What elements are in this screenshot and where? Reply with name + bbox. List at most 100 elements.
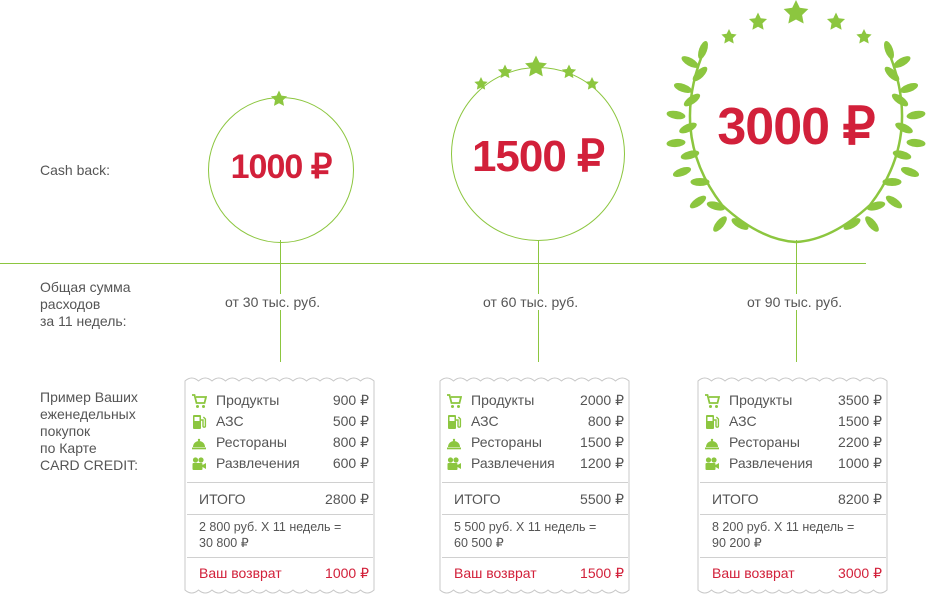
- item-value: 3500 ₽: [838, 392, 882, 408]
- receipt-item-row: Рестораны 2200 ₽: [704, 432, 882, 453]
- shopping-cart-icon: [704, 393, 721, 409]
- total-value: 8200 ₽: [838, 491, 882, 507]
- item-name: АЗС: [216, 413, 244, 429]
- item-value: 1500 ₽: [580, 434, 624, 450]
- receipt-refund: Ваш возврат 1000 ₽: [199, 563, 369, 583]
- tier1-threshold: от 30 тыс. руб.: [221, 294, 325, 310]
- total-label: ИТОГО: [199, 491, 246, 507]
- receipt-separator: [700, 482, 886, 483]
- item-name: Развлечения: [729, 455, 813, 471]
- cashback-label: Cash back:: [40, 162, 111, 178]
- receipt-separator: [187, 482, 373, 483]
- tier3-stars-icon: [721, 0, 872, 44]
- item-name: Продукты: [729, 392, 793, 408]
- total-value: 2800 ₽: [325, 491, 369, 507]
- item-value: 2000 ₽: [580, 392, 624, 408]
- receipt-item-row: Развлечения 1000 ₽: [704, 453, 882, 474]
- tier3-cashback-amount: 3000 ₽: [717, 98, 875, 156]
- item-value: 1500 ₽: [838, 413, 882, 429]
- item-name: АЗС: [471, 413, 499, 429]
- receipt-item-row: Рестораны 1500 ₽: [446, 432, 624, 453]
- tier1-cashback-amount: 1000 ₽: [230, 148, 333, 186]
- item-name: Развлечения: [216, 455, 300, 471]
- item-value: 900 ₽: [332, 392, 369, 408]
- item-name: Рестораны: [216, 434, 287, 450]
- refund-value: 1500 ₽: [580, 565, 624, 581]
- receipt-refund: Ваш возврат 1500 ₽: [454, 563, 624, 583]
- receipt-item-row: АЗС 800 ₽: [446, 411, 624, 432]
- item-value: 800 ₽: [332, 434, 369, 450]
- shopping-cart-icon: [446, 393, 463, 409]
- tier1-receipt: Продукты 900 ₽ АЗС 500 ₽ Рестораны 800 ₽…: [181, 375, 378, 596]
- calc-result: 90 200 ₽: [712, 536, 762, 550]
- laurel-wreath-icon: [665, 39, 926, 244]
- item-value: 1000 ₽: [838, 455, 882, 471]
- item-value: 500 ₽: [332, 413, 369, 429]
- receipt-calculation: 2 800 руб. Х 11 недель = 30 800 ₽: [199, 519, 371, 551]
- receipt-calculation: 5 500 руб. Х 11 недель = 60 500 ₽: [454, 519, 626, 551]
- item-value: 600 ₽: [332, 455, 369, 471]
- receipt-separator: [442, 557, 628, 558]
- receipt-item-row: Продукты 2000 ₽: [446, 390, 624, 411]
- item-value: 2200 ₽: [838, 434, 882, 450]
- tier2-circle: [451, 67, 625, 241]
- receipt-calculation: 8 200 руб. Х 11 недель = 90 200 ₽: [712, 519, 884, 551]
- calc-line: 5 500 руб. Х 11 недель =: [454, 520, 597, 534]
- tier3-receipt: Продукты 3500 ₽ АЗС 1500 ₽ Рестораны 220…: [694, 375, 891, 596]
- receipt-total: ИТОГО 5500 ₽: [454, 489, 624, 509]
- refund-value: 3000 ₽: [838, 565, 882, 581]
- total-label: ИТОГО: [454, 491, 501, 507]
- receipt-item-row: АЗС 1500 ₽: [704, 411, 882, 432]
- tier1-circle: [208, 97, 354, 243]
- item-name: Продукты: [471, 392, 535, 408]
- fuel-pump-icon: [704, 414, 720, 430]
- receipt-item-row: Развлечения 1200 ₽: [446, 453, 624, 474]
- shopping-cart-icon: [191, 393, 208, 409]
- restaurant-cloche-icon: [704, 435, 720, 451]
- item-value: 800 ₽: [587, 413, 624, 429]
- tier2-cashback-amount: 1500 ₽: [471, 132, 605, 181]
- fuel-pump-icon: [446, 414, 462, 430]
- calc-line: 2 800 руб. Х 11 недель =: [199, 520, 342, 534]
- total-spending-label: Общая сумма расходов за 11 недель:: [40, 279, 131, 329]
- refund-label: Ваш возврат: [199, 565, 282, 581]
- receipt-refund: Ваш возврат 3000 ₽: [712, 563, 882, 583]
- purchase-example-label: Пример Ваших еженедельных покупок по Кар…: [40, 389, 139, 473]
- calc-result: 30 800 ₽: [199, 536, 249, 550]
- receipt-item-row: Рестораны 800 ₽: [191, 432, 369, 453]
- movie-camera-icon: [704, 456, 720, 472]
- fuel-pump-icon: [191, 414, 207, 430]
- movie-camera-icon: [191, 456, 207, 472]
- receipt-total: ИТОГО 2800 ₽: [199, 489, 369, 509]
- item-name: Развлечения: [471, 455, 555, 471]
- timeline-horizontal-line: [0, 263, 866, 264]
- receipt-item-row: Продукты 3500 ₽: [704, 390, 882, 411]
- item-name: Рестораны: [729, 434, 800, 450]
- refund-label: Ваш возврат: [712, 565, 795, 581]
- receipt-separator: [187, 514, 373, 515]
- receipt-separator: [442, 514, 628, 515]
- receipt-total: ИТОГО 8200 ₽: [712, 489, 882, 509]
- item-name: Рестораны: [471, 434, 542, 450]
- item-value: 1200 ₽: [580, 455, 624, 471]
- receipt-separator: [700, 514, 886, 515]
- total-value: 5500 ₽: [580, 491, 624, 507]
- refund-label: Ваш возврат: [454, 565, 537, 581]
- restaurant-cloche-icon: [446, 435, 462, 451]
- receipt-paper: [184, 377, 375, 594]
- receipt-paper: [697, 377, 888, 594]
- receipt-paper: [439, 377, 630, 594]
- restaurant-cloche-icon: [191, 435, 207, 451]
- item-name: Продукты: [216, 392, 280, 408]
- tier2-threshold: от 60 тыс. руб.: [479, 294, 583, 310]
- movie-camera-icon: [446, 456, 462, 472]
- calc-result: 60 500 ₽: [454, 536, 504, 550]
- total-label: ИТОГО: [712, 491, 759, 507]
- receipt-item-row: АЗС 500 ₽: [191, 411, 369, 432]
- receipt-item-row: Развлечения 600 ₽: [191, 453, 369, 474]
- refund-value: 1000 ₽: [325, 565, 369, 581]
- tier3-threshold: от 90 тыс. руб.: [743, 294, 847, 310]
- receipt-separator: [442, 482, 628, 483]
- receipt-separator: [700, 557, 886, 558]
